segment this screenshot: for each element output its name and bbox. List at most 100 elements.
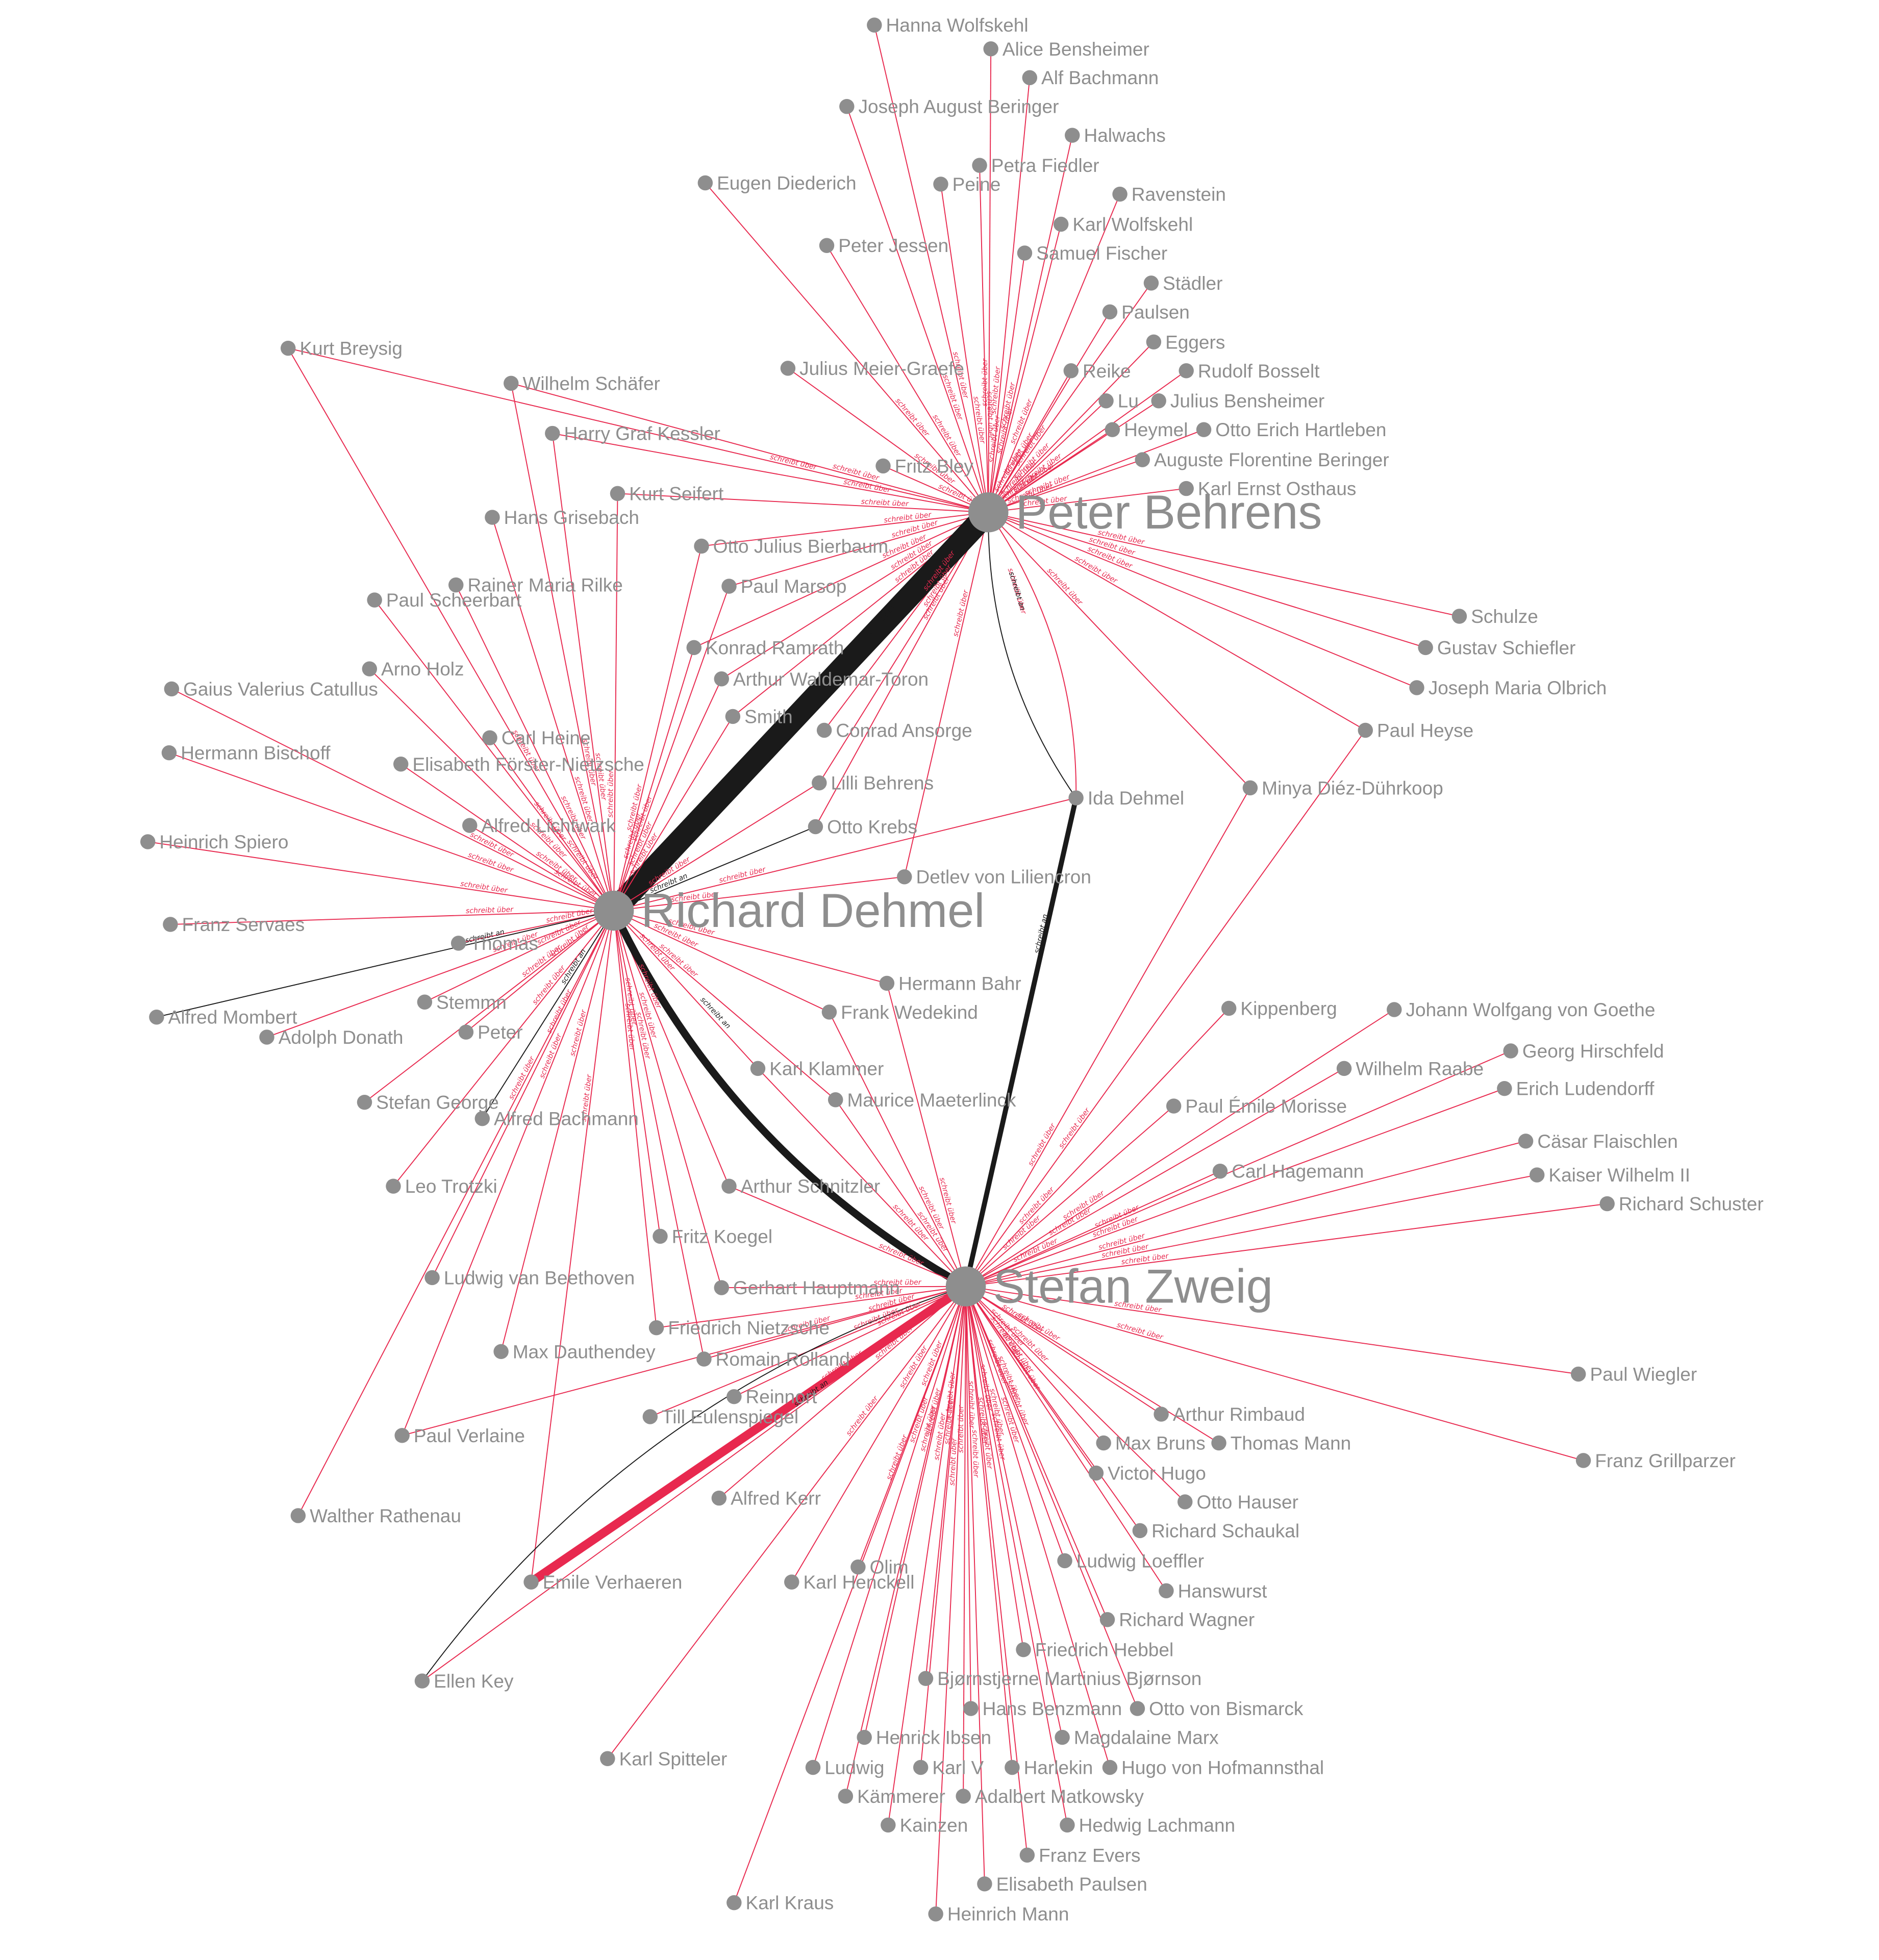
node-n9[interactable]: Ravenstein xyxy=(1112,184,1226,205)
node-dot[interactable] xyxy=(1179,363,1194,379)
node-n29[interactable]: Kurt Seifert xyxy=(610,483,724,504)
node-dot[interactable] xyxy=(648,1320,664,1336)
node-dot[interactable] xyxy=(697,175,713,191)
node-dot[interactable] xyxy=(367,592,382,608)
node-dot[interactable] xyxy=(462,818,478,833)
node-n116[interactable]: Kämmerer xyxy=(838,1786,945,1807)
node-n101[interactable]: Karl Henckell xyxy=(784,1572,914,1593)
node-dot[interactable] xyxy=(1166,1098,1182,1114)
node-n99[interactable]: Olim xyxy=(850,1557,909,1578)
node-dot[interactable] xyxy=(1005,1760,1020,1775)
node-dot[interactable] xyxy=(1099,1612,1115,1627)
node-n75[interactable]: Kaiser Wilhelm II xyxy=(1529,1165,1690,1186)
node-n57[interactable]: Hermann Bahr xyxy=(879,973,1021,994)
node-dot[interactable] xyxy=(1019,1847,1035,1863)
node-dot[interactable] xyxy=(1151,393,1166,409)
node-n54[interactable]: Detlev von Liliencron xyxy=(897,867,1091,888)
node-n105[interactable]: Ellen Key xyxy=(414,1671,514,1692)
node-dot[interactable] xyxy=(1068,790,1084,806)
node-dot[interactable] xyxy=(357,1094,372,1110)
node-dot[interactable] xyxy=(1211,1435,1226,1451)
node-dot[interactable] xyxy=(897,869,912,885)
node-dot[interactable] xyxy=(714,671,730,687)
node-n23[interactable]: Harry Graf Kessler xyxy=(545,423,720,444)
node-dot[interactable] xyxy=(1135,452,1150,467)
node-dot[interactable] xyxy=(1599,1196,1615,1212)
hub-behrens[interactable]: Peter Behrens xyxy=(968,485,1322,539)
node-dot[interactable] xyxy=(1570,1366,1586,1382)
node-n50[interactable]: Ida Dehmel xyxy=(1068,788,1184,809)
node-n76[interactable]: Leo Trotzki xyxy=(386,1176,497,1197)
node-n33[interactable]: Paul Marsop xyxy=(721,576,846,597)
node-dot[interactable] xyxy=(1503,1043,1518,1059)
node-n30[interactable]: Hans Grisebach xyxy=(485,507,639,528)
node-dot[interactable] xyxy=(485,510,500,525)
node-dot[interactable] xyxy=(458,1024,474,1040)
node-n82[interactable]: Friedrich Nietzsche xyxy=(648,1318,830,1339)
node-n87[interactable]: Arthur Rimbaud xyxy=(1154,1404,1305,1425)
node-n110[interactable]: Magdalaine Marx xyxy=(1055,1727,1219,1748)
node-dot[interactable] xyxy=(1221,1000,1237,1016)
node-dot[interactable] xyxy=(726,1389,742,1404)
node-n79[interactable]: Fritz Koegel xyxy=(653,1226,772,1247)
node-dot[interactable] xyxy=(523,1574,539,1590)
node-dot[interactable] xyxy=(977,1876,992,1892)
node-dot[interactable] xyxy=(474,1111,490,1126)
node-dot[interactable] xyxy=(1088,1465,1104,1481)
node-dot[interactable] xyxy=(819,238,835,253)
node-n114[interactable]: Harlekin xyxy=(1005,1757,1093,1778)
node-n70[interactable]: Stefan George xyxy=(357,1092,499,1113)
node-dot[interactable] xyxy=(1017,245,1033,261)
node-dot[interactable] xyxy=(838,1789,854,1804)
node-n74[interactable]: Carl Hagemann xyxy=(1212,1161,1364,1182)
node-dot[interactable] xyxy=(913,1760,929,1775)
node-n123[interactable]: Heinrich Mann xyxy=(928,1904,1069,1925)
node-n10[interactable]: Karl Wolfskehl xyxy=(1053,214,1193,235)
node-dot[interactable] xyxy=(386,1178,401,1194)
node-dot[interactable] xyxy=(963,1701,979,1716)
node-dot[interactable] xyxy=(1409,680,1424,695)
node-dot[interactable] xyxy=(808,819,823,835)
node-dot[interactable] xyxy=(1242,780,1258,796)
node-dot[interactable] xyxy=(164,681,180,697)
node-n55[interactable]: Franz Servaes xyxy=(163,914,305,935)
hub-zweig[interactable]: Stefan Zweig xyxy=(945,1260,1273,1313)
node-dot[interactable] xyxy=(1497,1080,1512,1096)
node-n88[interactable]: Till Eulenspiegel xyxy=(642,1406,799,1427)
node-dot[interactable] xyxy=(163,917,178,932)
node-n21[interactable]: Lu xyxy=(1098,391,1139,412)
node-dot[interactable] xyxy=(867,17,882,33)
node-n20[interactable]: Wilhelm Schäfer xyxy=(504,373,660,394)
node-dot[interactable] xyxy=(711,1490,727,1506)
node-dot[interactable] xyxy=(1146,334,1162,350)
node-n122[interactable]: Karl Kraus xyxy=(726,1893,834,1914)
node-n80[interactable]: Ludwig van Beethoven xyxy=(424,1267,635,1288)
node-dot[interactable] xyxy=(417,994,433,1010)
node-dot[interactable] xyxy=(1387,1002,1402,1017)
node-dot[interactable] xyxy=(161,745,177,761)
node-dot[interactable] xyxy=(928,1906,943,1922)
hub-dot[interactable] xyxy=(593,890,634,931)
node-dot[interactable] xyxy=(857,1729,872,1745)
node-n86[interactable]: Reinnort xyxy=(726,1387,817,1408)
node-n98[interactable]: Ludwig Loeffler xyxy=(1057,1550,1204,1571)
node-dot[interactable] xyxy=(1065,128,1080,143)
node-dot[interactable] xyxy=(1060,1817,1075,1833)
node-n73[interactable]: Cäsar Flaischlen xyxy=(1518,1131,1678,1152)
node-dot[interactable] xyxy=(1575,1453,1591,1468)
node-dot[interactable] xyxy=(1154,1406,1169,1422)
node-n121[interactable]: Elisabeth Paulsen xyxy=(977,1874,1147,1895)
node-n46[interactable]: Hermann Bischoff xyxy=(161,743,331,764)
node-n5[interactable]: Halwachs xyxy=(1065,125,1166,146)
node-n118[interactable]: Kainzen xyxy=(881,1815,968,1836)
node-n28[interactable]: Karl Ernst Osthaus xyxy=(1179,479,1356,499)
node-n22[interactable]: Julius Bensheimer xyxy=(1151,391,1324,412)
node-dot[interactable] xyxy=(686,640,702,656)
node-dot[interactable] xyxy=(812,775,827,791)
node-n92[interactable]: Franz Grillparzer xyxy=(1575,1450,1736,1471)
node-n53[interactable]: Heinrich Spiero xyxy=(140,832,288,852)
node-dot[interactable] xyxy=(653,1228,668,1244)
node-n106[interactable]: Bjørnstjerne Martinius Bjørnson xyxy=(918,1668,1202,1689)
node-n60[interactable]: Frank Wedekind xyxy=(821,1002,978,1023)
